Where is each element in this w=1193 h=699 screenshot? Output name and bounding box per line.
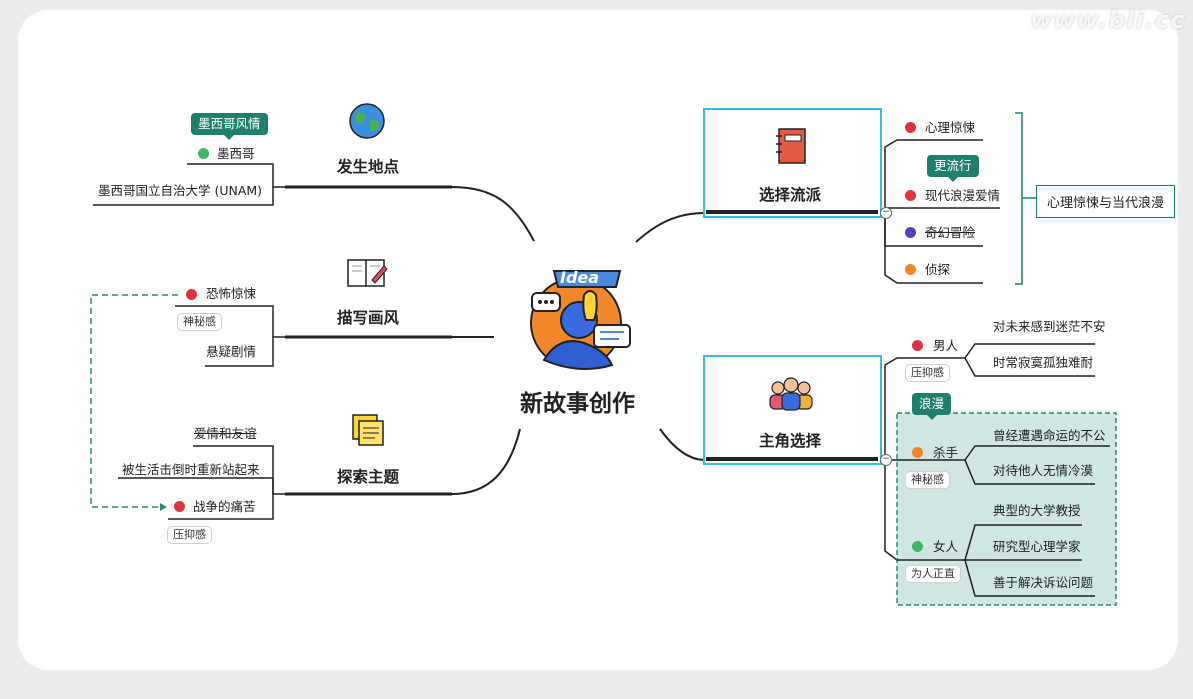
theme-label: 压抑感	[167, 526, 212, 544]
globe-icon	[348, 102, 386, 140]
man-trait-1[interactable]: 对未来感到迷茫不安	[993, 319, 1106, 334]
theme-item-rise-again[interactable]: 被生活击倒时重新站起来	[122, 462, 260, 477]
location-item-unam[interactable]: 墨西哥国立自治大学 (UNAM)	[98, 183, 263, 198]
idea-badge: Idea	[560, 268, 600, 287]
woman-trait-3[interactable]: 善于解决诉讼问题	[993, 575, 1094, 590]
role-woman-label: 为人正直	[905, 565, 961, 583]
watermark: www.bli.cc	[1030, 6, 1186, 34]
role-man[interactable]: 男人	[933, 338, 959, 353]
killer-trait-2[interactable]: 对待他人无情冷漠	[993, 463, 1094, 478]
style-item-horror[interactable]: 恐怖惊悚	[206, 286, 257, 301]
location-topic[interactable]: 发生地点	[337, 158, 400, 176]
check-icon	[198, 148, 209, 159]
person-icon	[912, 340, 923, 351]
notebook-icon	[773, 127, 809, 165]
style-topic[interactable]: 描写画风	[337, 309, 400, 327]
role-killer-label: 神秘感	[905, 471, 950, 489]
music-note-icon	[905, 227, 916, 238]
woman-trait-1[interactable]: 典型的大学教授	[993, 503, 1081, 518]
sticky-notes-icon	[351, 413, 385, 447]
book-pencil-icon	[346, 254, 388, 290]
genre-topic[interactable]: 选择流派	[759, 186, 822, 204]
star-icon	[905, 264, 916, 275]
heart-icon	[905, 190, 916, 201]
idea-icon	[530, 270, 631, 370]
people-group-icon	[766, 376, 816, 412]
killer-trait-1[interactable]: 曾经遭遇命运的不公	[993, 428, 1106, 443]
person-icon	[912, 447, 923, 458]
central-topic[interactable]: 新故事创作	[520, 391, 635, 417]
protagonist-callout: 浪漫	[912, 393, 952, 420]
idea-illustration: Idea	[524, 265, 634, 375]
genre-item-detective[interactable]: 侦探	[925, 262, 951, 277]
theme-item-love-friendship[interactable]: 爱情和友谊	[194, 426, 257, 441]
theme-item-war-pain[interactable]: 战争的痛苦	[193, 499, 256, 514]
protagonist-topic[interactable]: 主角选择	[759, 432, 822, 450]
genre-callout: 更流行	[927, 155, 979, 182]
person-icon	[912, 541, 923, 552]
woman-trait-2[interactable]: 研究型心理学家	[993, 539, 1081, 554]
star-badge-icon	[905, 122, 916, 133]
red-dot-icon	[186, 289, 197, 300]
man-trait-2[interactable]: 时常寂寞孤独难耐	[993, 355, 1094, 370]
genre-item-thriller[interactable]: 心理惊悚	[925, 120, 976, 135]
genre-item-fantasy[interactable]: 奇幻冒险	[925, 225, 976, 240]
flag-icon	[174, 501, 185, 512]
style-label: 神秘感	[177, 313, 222, 331]
role-man-label: 压抑感	[905, 364, 950, 382]
role-killer[interactable]: 杀手	[933, 445, 959, 460]
location-callout: 墨西哥风情	[191, 113, 268, 140]
location-item-mexico[interactable]: 墨西哥	[217, 146, 255, 161]
protagonist-collapse-toggle[interactable]: −	[880, 454, 892, 466]
protagonist-underline	[706, 457, 878, 461]
role-woman[interactable]: 女人	[933, 539, 959, 554]
style-item-suspense[interactable]: 悬疑剧情	[206, 344, 257, 359]
genre-underline	[706, 210, 878, 214]
genre-collapse-toggle[interactable]: −	[880, 207, 892, 219]
genre-item-romance[interactable]: 现代浪漫爱情	[925, 188, 1001, 203]
genre-summary[interactable]: 心理惊悚与当代浪漫	[1036, 185, 1176, 218]
theme-topic[interactable]: 探索主题	[337, 468, 400, 486]
